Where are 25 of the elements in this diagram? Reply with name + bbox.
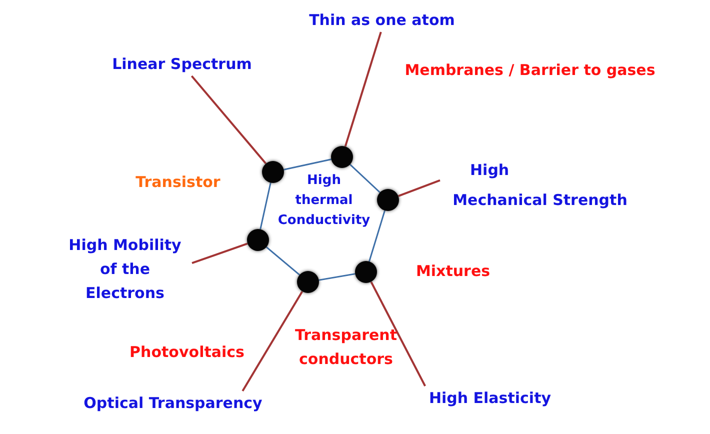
connector-line xyxy=(370,281,426,386)
property-label: Mechanical Strength xyxy=(452,190,628,211)
property-label: Linear Spectrum xyxy=(111,54,253,75)
vertex-dot xyxy=(355,261,377,283)
application-label: Transistor xyxy=(134,172,222,193)
center-label: High thermal Conductivity xyxy=(276,172,372,230)
vertex-dot xyxy=(262,161,284,183)
property-label: Thin as one atom xyxy=(308,10,456,31)
application-label: Mixtures xyxy=(414,261,492,282)
application-label: Photovoltaics xyxy=(128,342,246,363)
connector-line xyxy=(190,75,267,164)
property-label: High Elasticity xyxy=(428,388,552,409)
connector-line xyxy=(398,179,440,198)
application-label: Transparent conductors xyxy=(294,325,398,370)
property-label: Optical Transparency xyxy=(82,393,264,414)
vertex-dot xyxy=(331,146,353,168)
vertex-dot xyxy=(247,229,269,251)
property-label: High xyxy=(469,160,510,181)
application-label: Membranes / Barrier to gases xyxy=(404,60,656,81)
connector-line xyxy=(192,242,248,264)
connector-line xyxy=(344,32,382,147)
connector-line xyxy=(242,290,304,392)
vertex-dot xyxy=(377,189,399,211)
vertex-dot xyxy=(297,271,319,293)
property-label: High Mobility of the Electrons xyxy=(68,235,182,304)
